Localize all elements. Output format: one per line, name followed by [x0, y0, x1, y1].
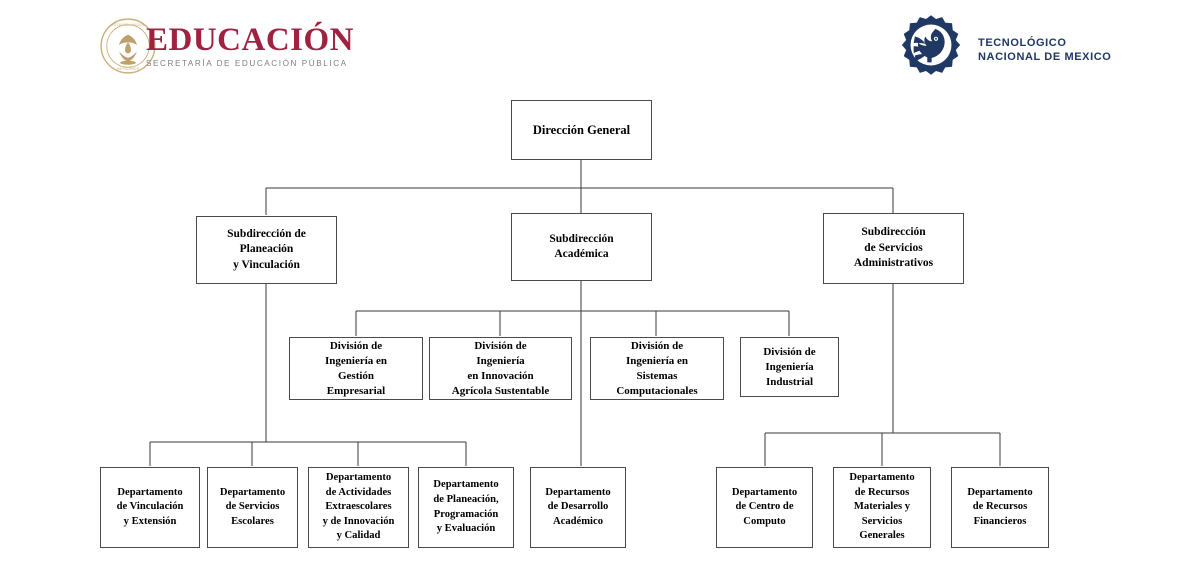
node-departamento-recursos-financieros[interactable]: Departamento de Recursos Financieros — [951, 467, 1049, 548]
node-subdir-planeacion[interactable]: Subdirección de Planeación y Vinculación — [196, 216, 337, 284]
tecnm-wordmark-line1: TECNOLÓGICO — [978, 37, 1067, 49]
node-label: Departamento de Desarrollo Académico — [545, 486, 611, 527]
node-departamento-recursos-materiales-servicios-generales[interactable]: Departamento de Recursos Materiales y Se… — [833, 467, 931, 548]
node-division-gestion-empresarial[interactable]: División de Ingeniería en Gestión Empres… — [289, 337, 423, 400]
node-departamento-desarrollo-academico[interactable]: Departamento de Desarrollo Académico — [530, 467, 626, 548]
node-division-sistemas-computacionales[interactable]: División de Ingeniería en Sistemas Compu… — [590, 337, 724, 400]
node-label: Dirección General — [532, 123, 631, 137]
node-departamento-servicios-escolares[interactable]: Departamento de Servicios Escolares — [207, 467, 298, 548]
sep-wordmark: EDUCACIÓN — [146, 22, 355, 58]
node-departamento-planeacion-programacion-evaluacion[interactable]: Departamento de Planeación, Programación… — [418, 467, 514, 548]
node-division-innovacion-agricola-sustentable[interactable]: División de Ingeniería en Innovación Agr… — [429, 337, 572, 400]
node-label: Departamento de Planeación, Programación… — [433, 479, 499, 535]
mexican-coat-of-arms-seal-icon: ESTADOS UNIDOS MEXICANOS — [100, 18, 156, 74]
tecnm-wordmark-line2: NACIONAL DE MEXICO — [978, 51, 1112, 63]
node-label: División de Ingeniería en Sistemas Compu… — [616, 339, 698, 397]
svg-text:MEXICANOS: MEXICANOS — [117, 67, 140, 71]
node-subdir-academica[interactable]: Subdirección Académica — [511, 213, 652, 281]
node-label: Departamento de Vinculación y Extensión — [116, 486, 184, 527]
node-label: Subdirección de Planeación y Vinculación — [227, 227, 306, 271]
node-label: Subdirección de Servicios Administrativo… — [853, 226, 934, 270]
svg-text:ESTADOS UNIDOS: ESTADOS UNIDOS — [112, 23, 145, 27]
node-label: División de Ingeniería en Innovación Agr… — [451, 339, 550, 397]
tecnm-logo: TECNOLÓGICO NACIONAL DE MEXICO — [900, 14, 1111, 76]
node-label: Departamento de Actividades Extraescolar… — [322, 472, 395, 542]
node-departamento-centro-de-computo[interactable]: Departamento de Centro de Computo — [716, 467, 813, 548]
node-subdir-servicios-administrativos[interactable]: Subdirección de Servicios Administrativo… — [823, 213, 964, 284]
node-label: Departamento de Centro de Computo — [731, 486, 798, 527]
node-label: Departamento de Servicios Escolares — [219, 486, 286, 527]
node-label: Departamento de Recursos Financieros — [967, 486, 1033, 527]
tecnm-wordmark: TECNOLÓGICO NACIONAL DE MEXICO — [978, 36, 1111, 64]
node-label: División de Ingeniería en Gestión Empres… — [324, 339, 388, 397]
node-departamento-vinculacion-extension[interactable]: Departamento de Vinculación y Extensión — [100, 467, 200, 548]
sep-subtitle: SECRETARÍA DE EDUCACIÓN PÚBLICA — [146, 59, 348, 68]
node-departamento-actividades-extraescolares[interactable]: Departamento de Actividades Extraescolar… — [308, 467, 409, 548]
gear-eagle-head-mark-icon — [901, 15, 961, 75]
node-label: División de Ingeniería Industrial — [763, 345, 816, 388]
node-direccion-general[interactable]: Dirección General — [511, 100, 652, 160]
sep-logo: ESTADOS UNIDOS MEXICANOS EDUCACIÓN SECRE… — [100, 16, 354, 76]
node-label: Departamento de Recursos Materiales y Se… — [849, 472, 915, 542]
sep-wordmark-block: EDUCACIÓN SECRETARÍA DE EDUCACIÓN PÚBLIC… — [146, 22, 355, 68]
node-label: Subdirección Académica — [549, 232, 614, 261]
node-division-ingenieria-industrial[interactable]: División de Ingeniería Industrial — [740, 337, 839, 397]
